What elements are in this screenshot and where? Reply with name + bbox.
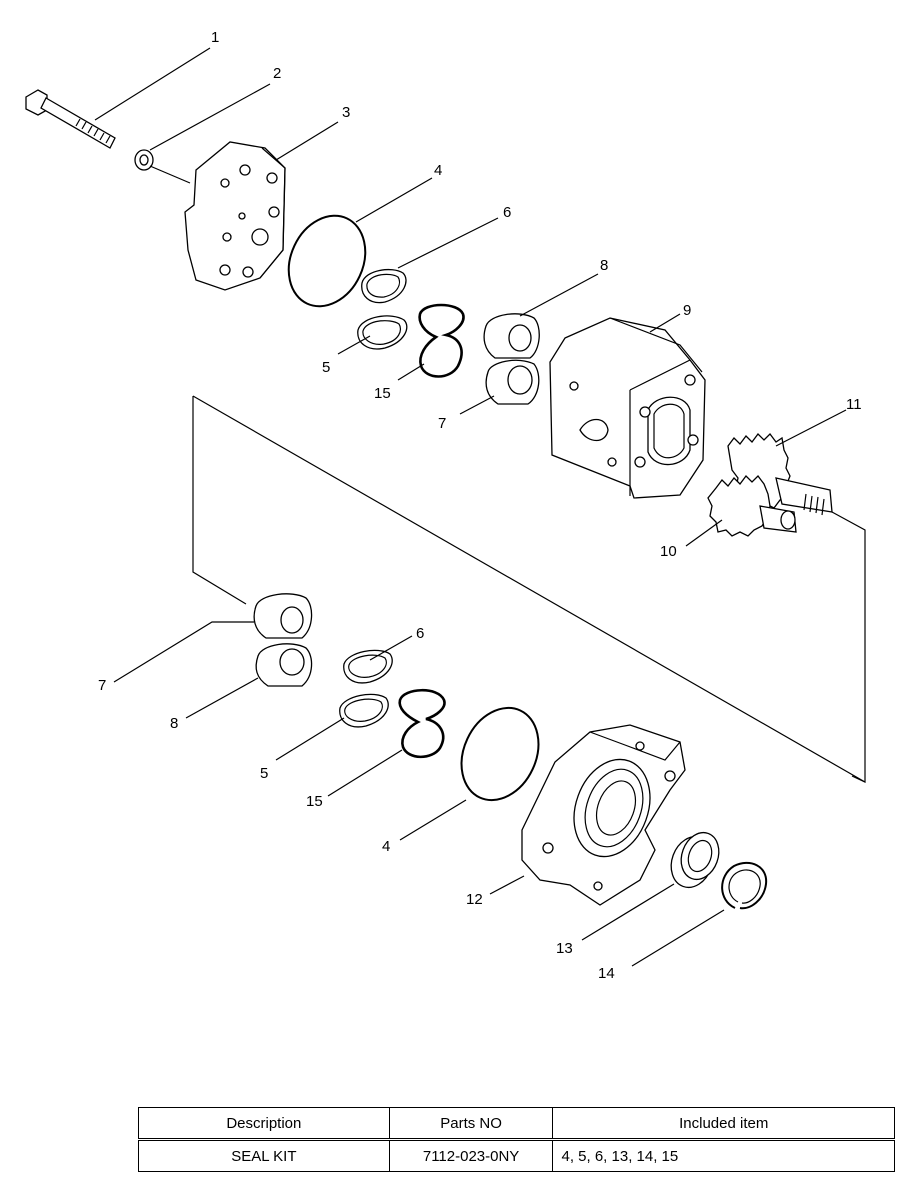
- leader-lines: [94, 47, 847, 967]
- callout-5-lower: 5: [260, 765, 268, 782]
- snap-ring-part: [721, 861, 768, 910]
- callout-6-lower: 6: [416, 625, 424, 642]
- seal-plates-upper: [357, 269, 408, 350]
- callout-7: 7: [438, 415, 446, 432]
- seal-plates-lower: [339, 649, 393, 728]
- callout-labels: 1 2 3 4 6 8 9 5 15 7 11 10 7 6 8 5 15 4 …: [98, 29, 862, 982]
- parts-table: Description Parts NO Included item SEAL …: [138, 1107, 895, 1172]
- o-ring-lower: [460, 706, 540, 802]
- callout-8-lower: 8: [170, 715, 178, 732]
- cell-parts-no: 7112-023-0NY: [388, 1138, 554, 1172]
- assembly-guide-line: [192, 396, 247, 605]
- callout-13: 13: [556, 940, 573, 957]
- table-row: SEAL KIT 7112-023-0NY 4, 5, 6, 13, 14, 1…: [138, 1138, 895, 1172]
- oil-seal-part: [670, 831, 720, 889]
- gasket-upper: [418, 303, 465, 378]
- gasket-lower: [398, 688, 446, 759]
- callout-15: 15: [374, 385, 391, 402]
- callout-10: 10: [660, 543, 677, 560]
- callout-3: 3: [342, 104, 350, 121]
- bolt-part: [25, 89, 116, 149]
- exploded-parts-diagram: 1 2 3 4 6 8 9 5 15 7 11 10 7 6 8 5 15 4 …: [25, 29, 866, 982]
- column-header-included-item: Included item: [552, 1107, 895, 1140]
- front-flange-part: [521, 724, 686, 906]
- callout-2: 2: [273, 65, 281, 82]
- o-ring-upper: [287, 214, 367, 308]
- cell-included-item: 4, 5, 6, 13, 14, 15: [552, 1138, 895, 1172]
- rear-cover-part: [184, 141, 286, 291]
- callout-11: 11: [846, 396, 862, 413]
- column-header-description: Description: [138, 1107, 390, 1140]
- callout-7-lower: 7: [98, 677, 106, 694]
- gear-housing-part: [549, 317, 706, 499]
- callout-12: 12: [466, 891, 483, 908]
- callout-6: 6: [503, 204, 511, 221]
- callout-15-lower: 15: [306, 793, 323, 810]
- bushings-lower: [253, 593, 313, 687]
- callout-5: 5: [322, 359, 330, 376]
- gears-part: [707, 433, 833, 537]
- callout-9: 9: [683, 302, 691, 319]
- callout-14: 14: [598, 965, 615, 982]
- table-header-row: Description Parts NO Included item: [138, 1107, 895, 1140]
- column-header-parts-no: Parts NO: [388, 1107, 554, 1140]
- cell-description: SEAL KIT: [138, 1138, 390, 1172]
- callout-4: 4: [434, 162, 442, 179]
- callout-1: 1: [211, 29, 219, 46]
- bushings-upper: [483, 313, 540, 405]
- washer-part: [134, 149, 154, 171]
- callout-4-lower: 4: [382, 838, 390, 855]
- callout-8: 8: [600, 257, 608, 274]
